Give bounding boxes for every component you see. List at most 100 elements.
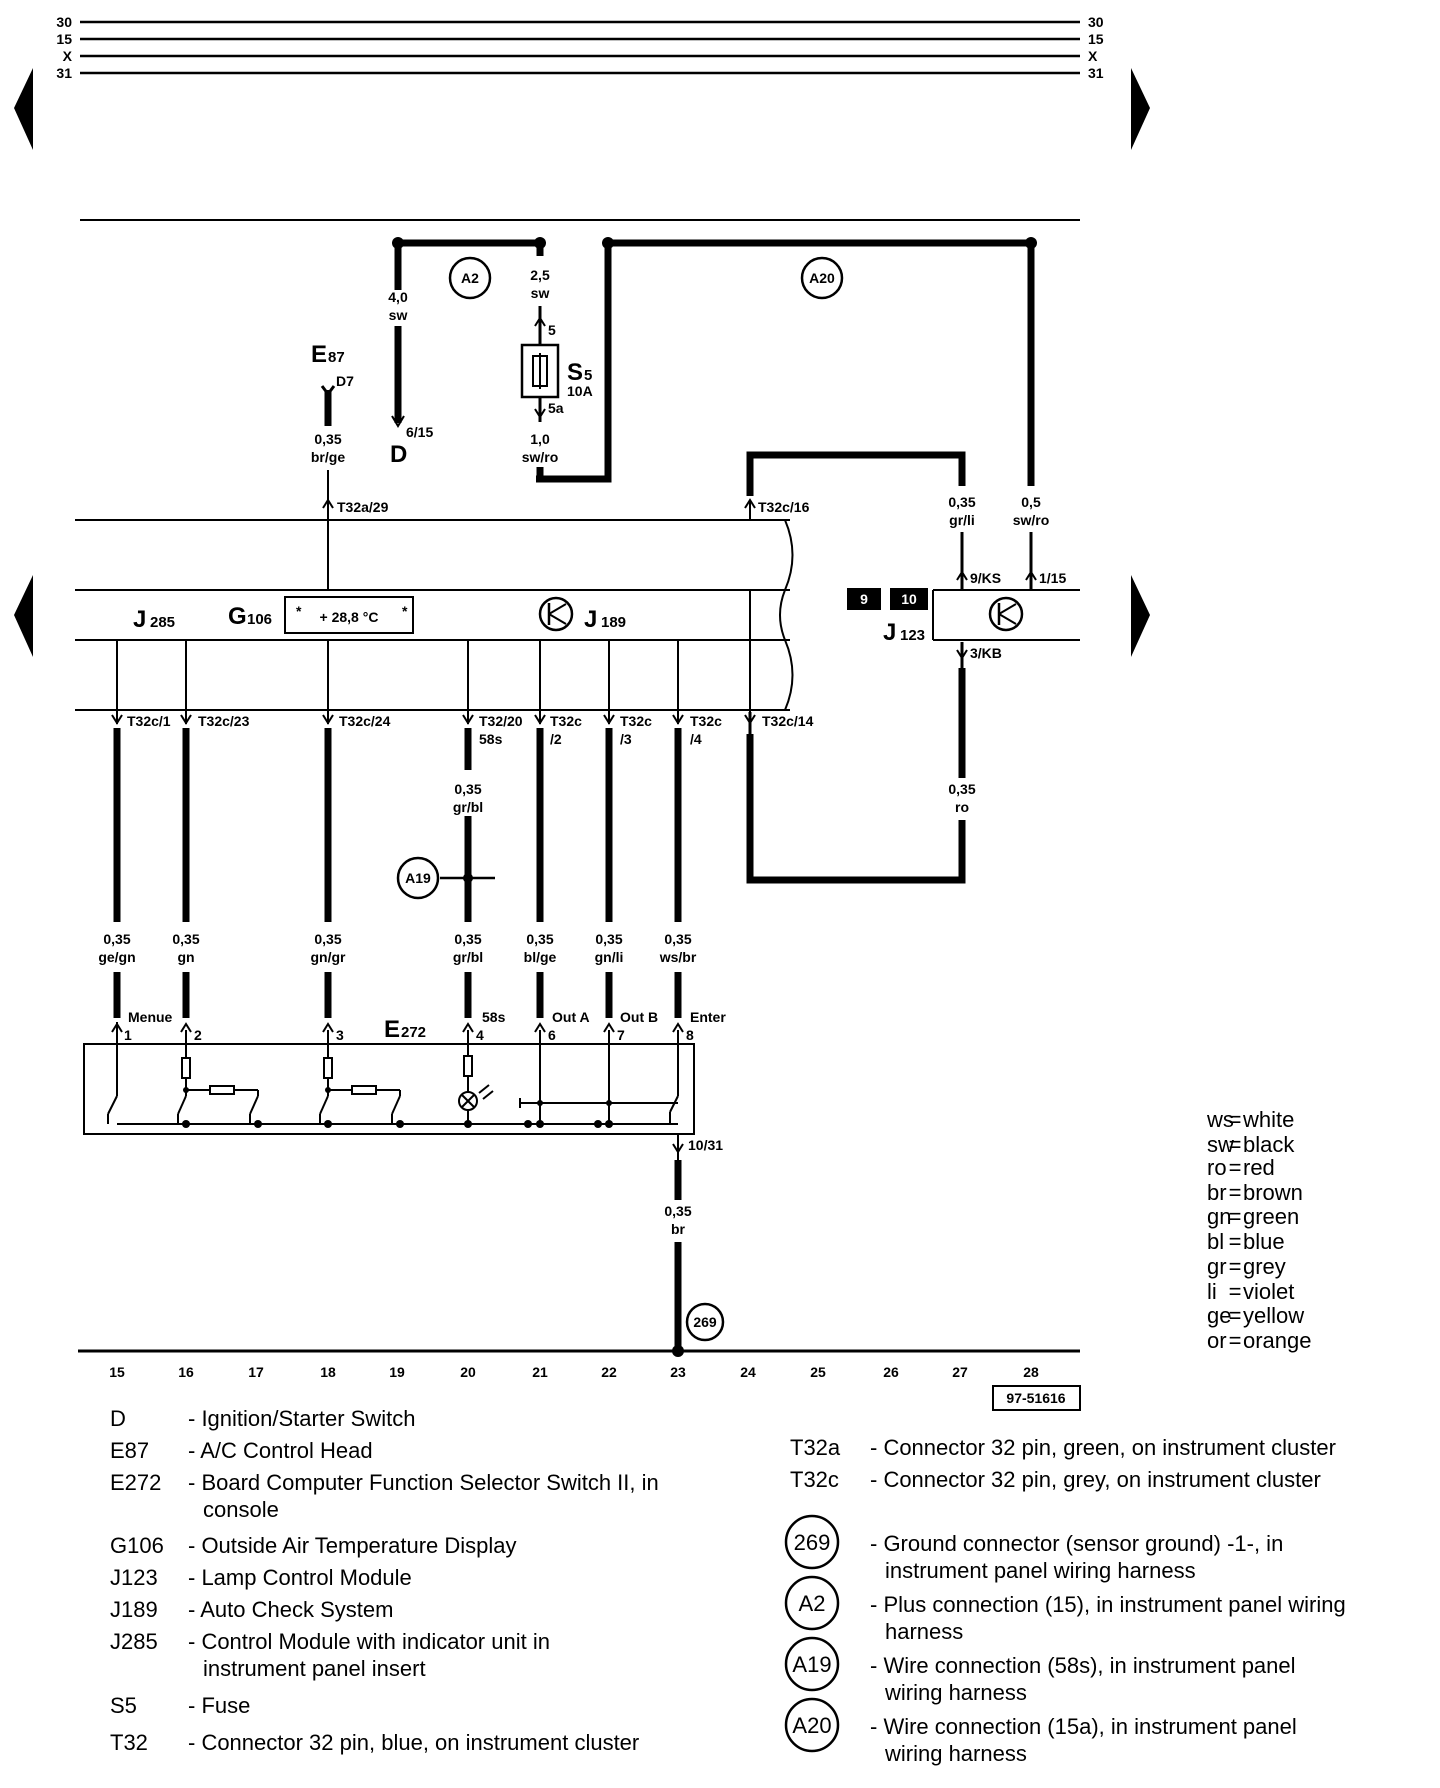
svg-text:123: 123 (900, 627, 925, 644)
svg-text:3/KB: 3/KB (970, 645, 1002, 661)
svg-text:Menue: Menue (128, 1009, 173, 1025)
svg-text:15: 15 (56, 31, 72, 47)
svg-text:26: 26 (883, 1364, 899, 1380)
svg-text:5: 5 (548, 322, 556, 338)
svg-text:E: E (311, 341, 327, 368)
svg-text:T32c/23: T32c/23 (198, 713, 250, 729)
equals-signs: = = = = = = = = = = (1229, 1107, 1242, 1353)
svg-text:24: 24 (740, 1364, 756, 1380)
svg-text:E: E (384, 1016, 400, 1043)
svg-text:ge/gn: ge/gn (98, 949, 135, 965)
connector-labels: T32c/1 T32c/23 T32c/24 T32/20 58s T32c /… (127, 713, 814, 747)
svg-text:2: 2 (194, 1027, 202, 1043)
svg-text:0,35: 0,35 (314, 431, 341, 447)
svg-text:sw: sw (1207, 1132, 1234, 1157)
svg-text:9/KS: 9/KS (970, 570, 1001, 586)
svg-text:4,0: 4,0 (388, 289, 408, 305)
svg-text:=: = (1229, 1254, 1242, 1279)
svg-text:269: 269 (794, 1530, 831, 1555)
svg-text:=: = (1229, 1155, 1242, 1180)
next-page-arrow-icon[interactable] (1131, 68, 1150, 150)
svg-text:0,5: 0,5 (1021, 494, 1041, 510)
svg-text:5a: 5a (548, 400, 564, 416)
svg-text:br/ge: br/ge (311, 449, 345, 465)
svg-text:87: 87 (328, 349, 345, 366)
svg-text:0,35: 0,35 (454, 931, 481, 947)
svg-text:15: 15 (1088, 31, 1104, 47)
svg-text:- Fuse: - Fuse (188, 1693, 250, 1718)
svg-text:T32a: T32a (790, 1435, 841, 1460)
svg-text:orange: orange (1243, 1328, 1312, 1353)
svg-text:189: 189 (601, 614, 626, 631)
svg-text:J: J (883, 619, 896, 646)
svg-text:black: black (1243, 1132, 1295, 1157)
svg-text:*: * (402, 603, 408, 619)
lower-wires (113, 728, 682, 922)
svg-text:ro: ro (955, 799, 969, 815)
svg-text:A20: A20 (792, 1713, 831, 1738)
svg-text:=: = (1229, 1279, 1242, 1304)
svg-text:30: 30 (56, 14, 72, 30)
svg-text:sw/ro: sw/ro (1013, 512, 1050, 528)
svg-text:ro: ro (1207, 1155, 1227, 1180)
temperature-display (284, 596, 414, 634)
svg-text:=: = (1229, 1132, 1242, 1157)
svg-text:violet: violet (1243, 1279, 1294, 1304)
svg-text:10/31: 10/31 (688, 1137, 723, 1153)
svg-text:- Connector 32 pin, blue, on: - Connector 32 pin, blue, on instrument … (188, 1730, 639, 1755)
svg-text:58s: 58s (482, 1009, 506, 1025)
svg-text:T32c: T32c (690, 713, 722, 729)
component-legend-right: T32a - Connector 32 pin, green, on instr… (784, 1435, 1346, 1766)
svg-text:3: 3 (336, 1027, 344, 1043)
svg-text:22: 22 (601, 1364, 617, 1380)
svg-text:T32c/14: T32c/14 (762, 713, 814, 729)
svg-text:106: 106 (247, 611, 272, 628)
svg-text:21: 21 (532, 1364, 548, 1380)
lamp-control-module: 9 10 J 123 (847, 588, 1080, 646)
svg-text:6: 6 (548, 1027, 556, 1043)
svg-text:gr: gr (1207, 1254, 1227, 1279)
svg-text:5: 5 (584, 367, 592, 384)
prev-page-arrow-icon[interactable] (14, 575, 33, 657)
svg-text:=: = (1229, 1107, 1242, 1132)
svg-text:*: * (296, 603, 302, 619)
svg-text:/4: /4 (690, 731, 702, 747)
svg-text:S: S (567, 359, 583, 386)
prev-page-arrow-icon[interactable] (14, 68, 33, 150)
svg-text:instrument panel insert: instrument panel insert (203, 1656, 426, 1681)
svg-text:br: br (1207, 1180, 1227, 1205)
svg-text:25: 25 (810, 1364, 826, 1380)
wire-loop-right: T32c/16 0,35 gr/li 9/KS 0,5 sw/ro 1/15 3… (744, 243, 1066, 884)
svg-text:T32/20: T32/20 (479, 713, 523, 729)
svg-text:31: 31 (1088, 65, 1104, 81)
wire-d: 4,0 sw 6/15 D (388, 243, 433, 468)
svg-text:D: D (110, 1406, 126, 1431)
svg-text:D7: D7 (336, 373, 354, 389)
svg-text:- Auto Check System: - Auto Check System (188, 1597, 393, 1622)
svg-text:gn: gn (177, 949, 194, 965)
svg-text:gr/bl: gr/bl (453, 949, 483, 965)
svg-text:instrument panel wiring harnes: instrument panel wiring harness (885, 1558, 1196, 1583)
svg-text:A20: A20 (809, 270, 835, 286)
svg-text:E87: E87 (110, 1438, 149, 1463)
svg-text:10: 10 (901, 591, 917, 607)
svg-text:J189: J189 (110, 1597, 158, 1622)
svg-text:ws/br: ws/br (659, 949, 697, 965)
svg-text:E272: E272 (110, 1470, 161, 1495)
svg-text:or: or (1207, 1328, 1227, 1353)
svg-text:Out A: Out A (552, 1009, 590, 1025)
svg-text:- Wire connection (15a), in in: - Wire connection (15a), in instrument p… (870, 1714, 1297, 1739)
svg-text:/2: /2 (550, 731, 562, 747)
next-page-arrow-icon[interactable] (1131, 575, 1150, 657)
svg-text:T32c/24: T32c/24 (339, 713, 391, 729)
instrument-cluster: J 285 G 106 * + 28,8 °C * J 189 (75, 519, 794, 711)
wire-fuse-s5: 2,5 sw 5 S 5 10A 5a 1,0 sw/ro (520, 243, 612, 483)
svg-text:X: X (1088, 48, 1098, 64)
svg-text:J123: J123 (110, 1565, 158, 1590)
svg-text:J285: J285 (110, 1629, 158, 1654)
lower-wires-continued (113, 972, 682, 1018)
connection-a2: A2 (448, 256, 492, 300)
svg-text:=: = (1229, 1180, 1242, 1205)
